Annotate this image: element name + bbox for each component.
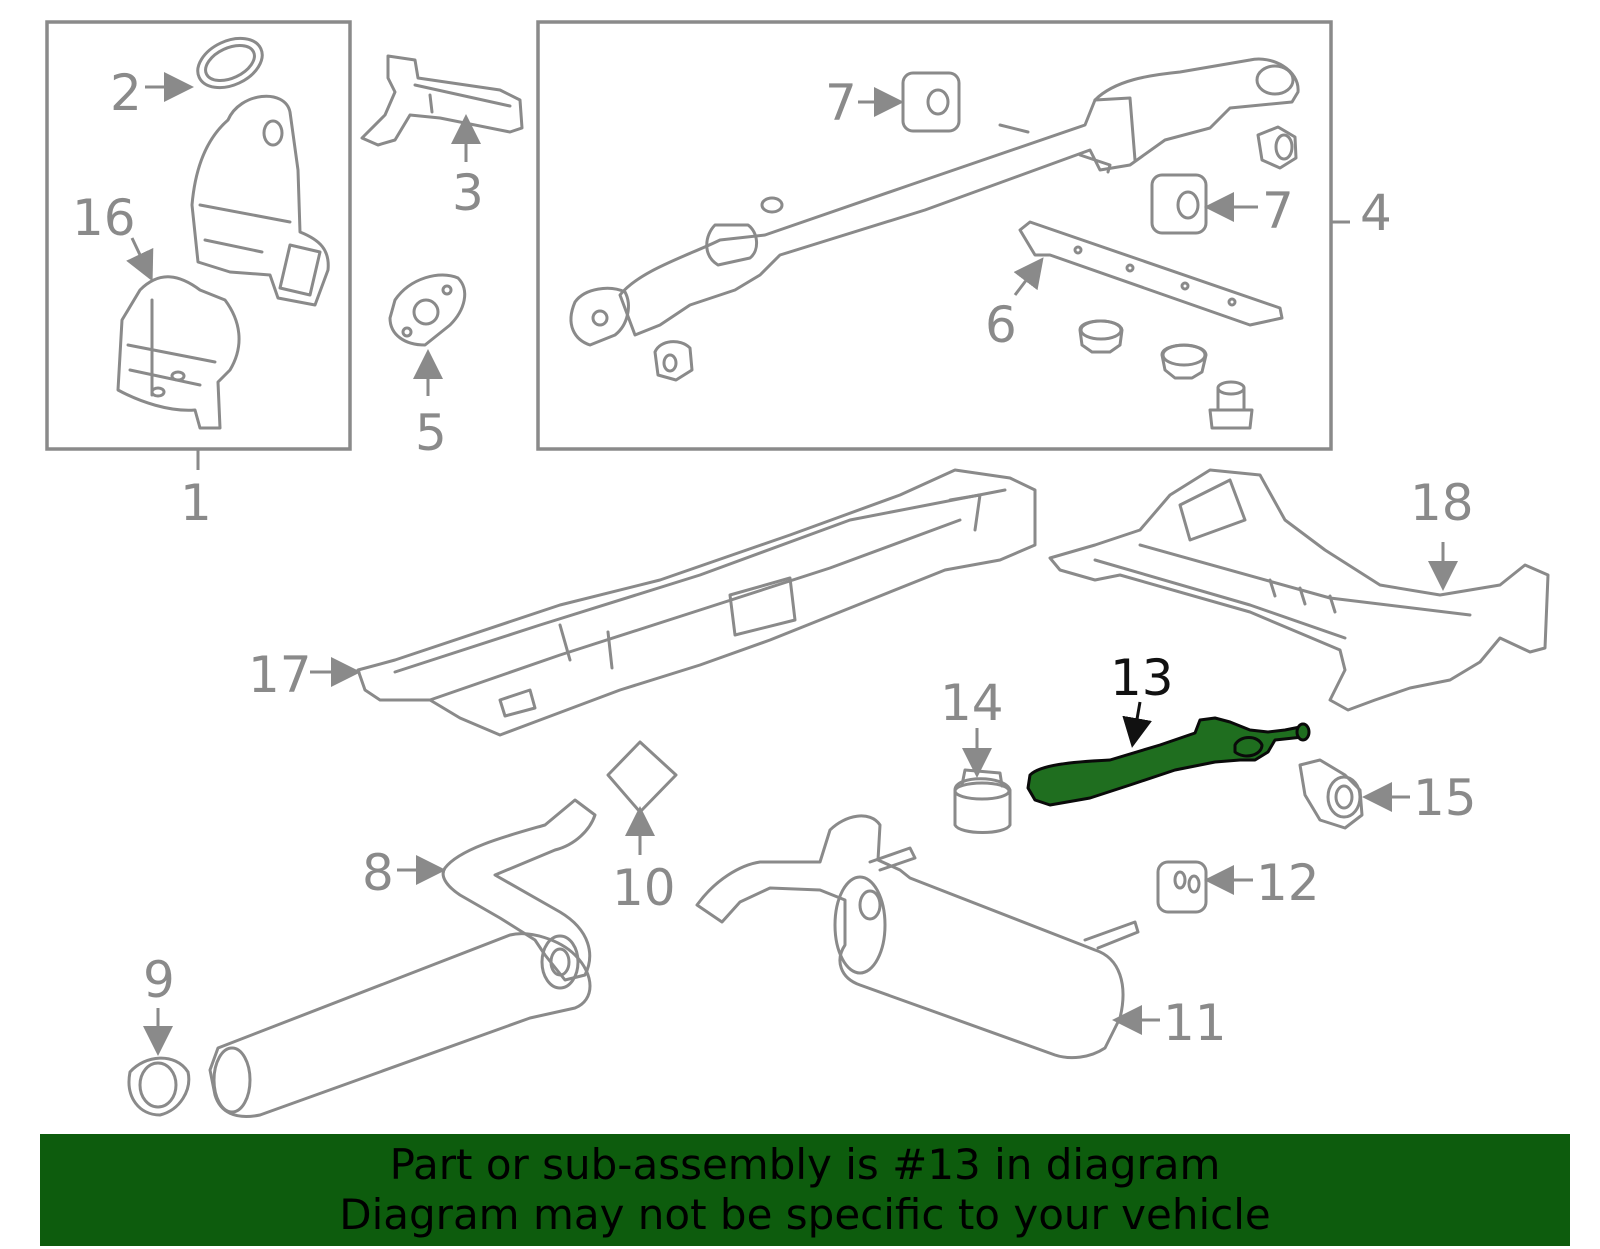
callout-arrow-16 (126, 237, 154, 282)
part-17-heat-shield[interactable] (356, 468, 1037, 737)
callout-13: 13 (1110, 649, 1174, 707)
part-11-muffler[interactable] (695, 814, 1140, 1060)
part-13-intermediate-pipe-highlighted[interactable] (1026, 716, 1311, 807)
callout-10: 10 (612, 859, 676, 917)
part-8-rear-muffler-pipe[interactable] (208, 798, 597, 1118)
part-2-gasket[interactable] (190, 29, 270, 98)
callout-3: 3 (452, 164, 484, 222)
callout-11: 11 (1163, 994, 1227, 1052)
part-9-gasket[interactable] (127, 1056, 191, 1117)
part-14-clamp[interactable] (953, 768, 1012, 834)
callout-14: 14 (940, 674, 1004, 732)
part-18-crossmember[interactable] (1048, 468, 1550, 712)
part-7-isolator-upper[interactable] (901, 71, 961, 133)
banner-line-part: Part or sub-assembly is #13 in diagram (389, 1140, 1221, 1189)
callout-16: 16 (72, 189, 136, 247)
part-5-flange-gasket[interactable] (388, 273, 467, 347)
part-16-heat-shield[interactable] (116, 275, 241, 430)
callout-12: 12 (1256, 854, 1320, 912)
callout-9: 9 (143, 951, 175, 1009)
callout-4: 4 (1360, 184, 1392, 242)
callout-5: 5 (415, 404, 447, 462)
part-15-isolator[interactable] (1298, 758, 1364, 830)
inset-frame-4 (536, 20, 1333, 451)
info-banner: Part or sub-assembly is #13 in diagram D… (40, 1134, 1570, 1246)
callout-arrow-6 (1013, 257, 1044, 296)
callout-17: 17 (248, 646, 312, 704)
part-4-nut[interactable] (653, 340, 694, 382)
part-4-bolt[interactable] (1208, 380, 1254, 430)
callout-7-upper: 7 (825, 74, 857, 132)
part-6-hanger-bracket[interactable] (1018, 220, 1284, 327)
part-10-pad[interactable] (606, 740, 678, 814)
part-4-flange-nut-b[interactable] (1160, 343, 1208, 380)
part-4-front-flange[interactable] (569, 286, 630, 347)
callout-7-lower: 7 (1262, 182, 1294, 240)
callout-18: 18 (1410, 474, 1474, 532)
callout-15: 15 (1413, 769, 1477, 827)
banner-line-disclaimer: Diagram may not be specific to your vehi… (339, 1190, 1271, 1239)
part-4-hex-nut[interactable] (1256, 125, 1298, 170)
callout-1: 1 (180, 474, 212, 532)
part-3-bracket[interactable] (360, 54, 524, 147)
part-1-manifold-converter[interactable] (190, 94, 330, 307)
callout-6: 6 (985, 296, 1017, 354)
part-12-isolator[interactable] (1156, 860, 1208, 914)
part-7-isolator-lower[interactable] (1150, 173, 1208, 235)
part-4-flange-nut-a[interactable] (1078, 319, 1124, 354)
callout-2: 2 (110, 64, 142, 122)
callout-arrow-13 (1122, 701, 1152, 748)
part-4-front-pipe-assembly[interactable] (618, 57, 1300, 337)
callout-8: 8 (362, 844, 394, 902)
